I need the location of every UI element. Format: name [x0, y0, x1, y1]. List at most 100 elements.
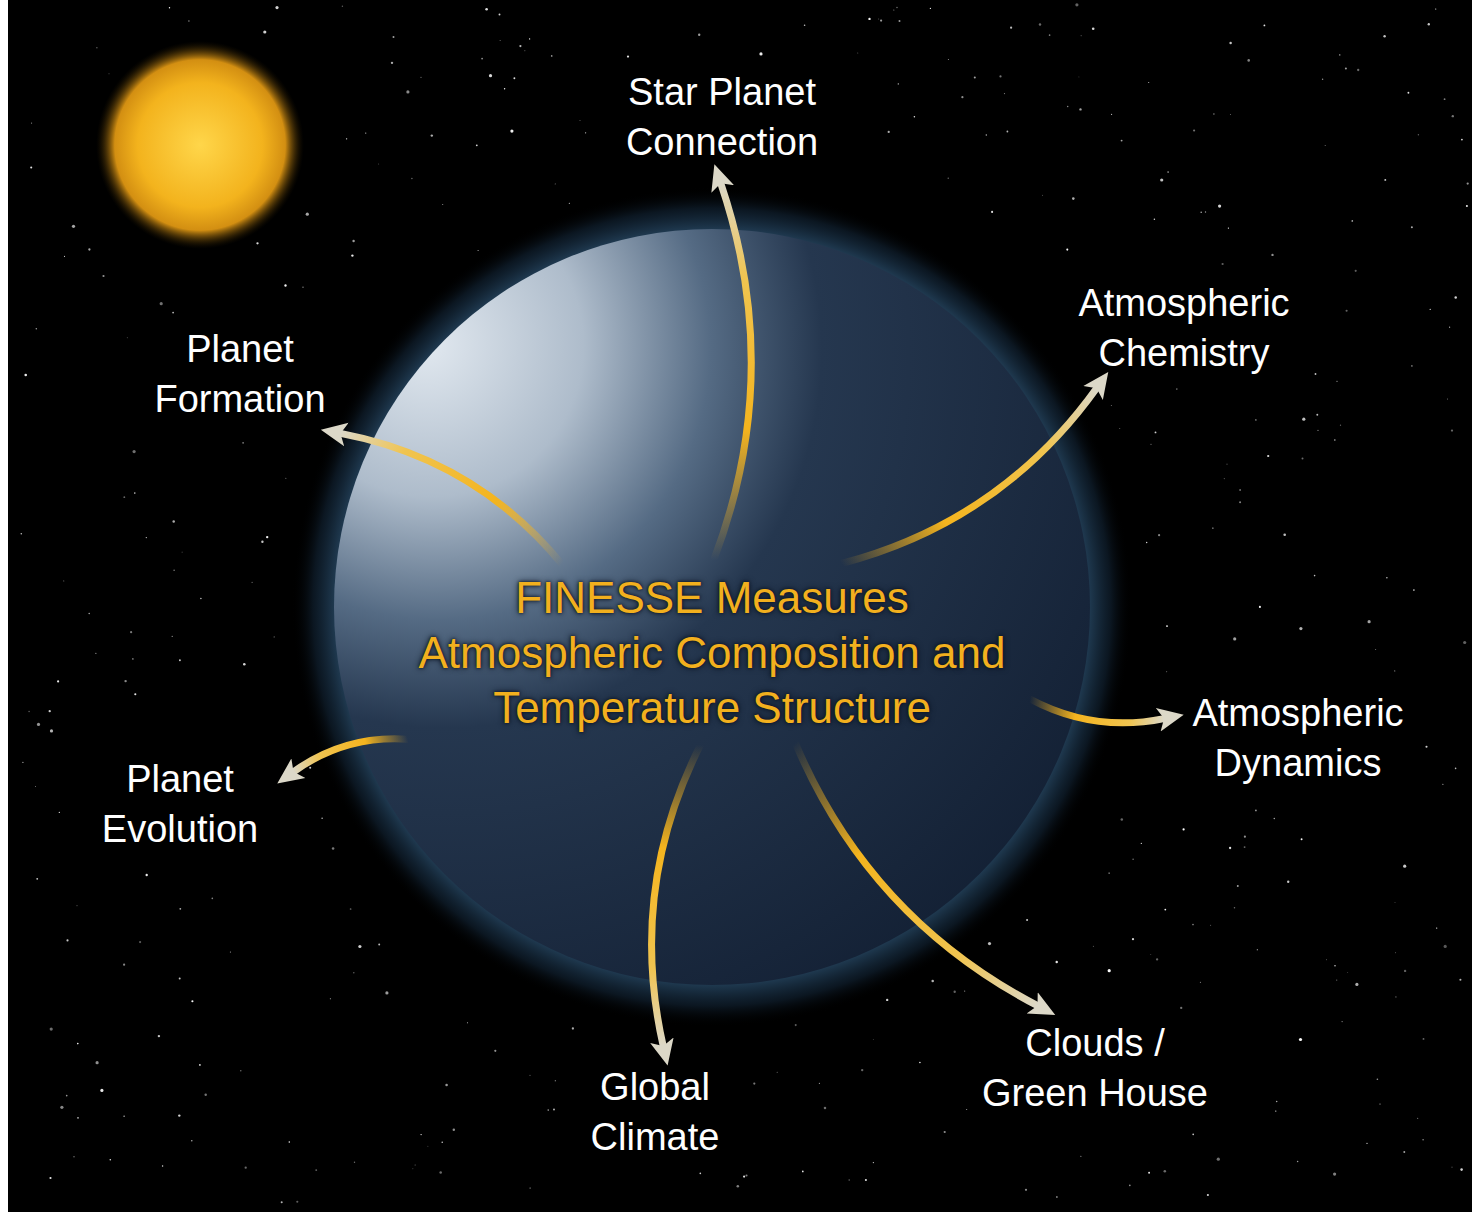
star — [1423, 1038, 1425, 1040]
star — [1283, 533, 1286, 536]
star — [627, 55, 629, 57]
star — [1394, 901, 1396, 903]
star — [1148, 82, 1149, 83]
star — [476, 144, 478, 146]
curved-arrow — [341, 433, 562, 564]
star — [1411, 226, 1413, 228]
star — [266, 536, 268, 538]
star — [1422, 1139, 1424, 1141]
star — [1200, 982, 1201, 983]
star — [886, 999, 888, 1001]
star — [999, 75, 1001, 77]
star — [60, 1106, 63, 1109]
star — [96, 1061, 99, 1064]
star — [24, 374, 27, 377]
star — [181, 551, 183, 553]
star — [1042, 194, 1044, 196]
star — [179, 977, 181, 979]
topic-label: Star Planet Connection — [602, 65, 842, 169]
star — [1111, 114, 1112, 115]
star — [1435, 8, 1436, 9]
star — [21, 533, 23, 535]
star — [123, 964, 125, 966]
star — [1355, 983, 1358, 986]
star — [1078, 76, 1080, 78]
star — [1334, 439, 1336, 441]
node-text: FINESSE Measures Atmospheric Composition… — [402, 570, 1022, 735]
star — [1407, 92, 1409, 94]
star — [95, 653, 96, 654]
star — [284, 284, 286, 286]
star — [481, 58, 483, 60]
star — [102, 275, 104, 277]
star — [96, 47, 97, 48]
star — [1345, 67, 1347, 69]
star — [393, 36, 395, 38]
star — [50, 729, 53, 732]
star — [36, 328, 37, 329]
star — [1213, 113, 1214, 114]
star — [281, 1201, 283, 1203]
star — [442, 204, 443, 205]
star — [378, 944, 380, 946]
star — [1255, 810, 1257, 812]
star — [1394, 670, 1395, 671]
star — [1039, 23, 1041, 25]
star — [1461, 139, 1463, 141]
star — [1193, 129, 1195, 131]
star — [1146, 542, 1147, 543]
star — [139, 941, 141, 943]
star — [199, 1064, 201, 1066]
star — [358, 945, 361, 948]
star — [1425, 746, 1427, 748]
star — [519, 45, 521, 47]
star — [1384, 179, 1386, 181]
star — [1141, 843, 1142, 844]
star — [1347, 972, 1349, 974]
star — [1205, 211, 1206, 212]
star — [848, 1179, 850, 1181]
star — [974, 77, 976, 79]
star — [1325, 145, 1326, 146]
star — [200, 598, 201, 599]
star — [88, 613, 90, 615]
star — [1025, 1189, 1027, 1191]
star — [1239, 489, 1241, 491]
node-text: Planet Formation — [140, 324, 340, 424]
star — [1276, 1101, 1277, 1102]
star — [504, 88, 505, 89]
star — [252, 582, 253, 583]
star — [1451, 429, 1453, 431]
star — [230, 952, 231, 953]
star — [441, 1141, 442, 1142]
star — [868, 18, 870, 20]
star — [551, 55, 553, 57]
star — [100, 1089, 103, 1092]
star — [1229, 42, 1232, 45]
star — [132, 658, 133, 659]
star — [1449, 327, 1450, 328]
star — [1119, 427, 1121, 429]
star — [930, 8, 931, 9]
star — [1255, 419, 1256, 420]
star — [1460, 1168, 1463, 1171]
star — [1395, 996, 1396, 997]
star — [1228, 227, 1229, 228]
star — [579, 120, 580, 121]
star — [352, 240, 354, 242]
star — [1346, 310, 1348, 312]
star — [966, 1109, 967, 1110]
star — [899, 20, 901, 22]
star — [50, 1028, 53, 1031]
star — [130, 631, 132, 633]
star — [22, 762, 23, 763]
star — [585, 132, 586, 133]
star — [1334, 965, 1335, 966]
star — [30, 166, 32, 168]
star — [1418, 134, 1419, 135]
star — [378, 163, 380, 165]
star — [1229, 114, 1231, 116]
star — [1454, 296, 1457, 299]
star — [1156, 958, 1158, 960]
